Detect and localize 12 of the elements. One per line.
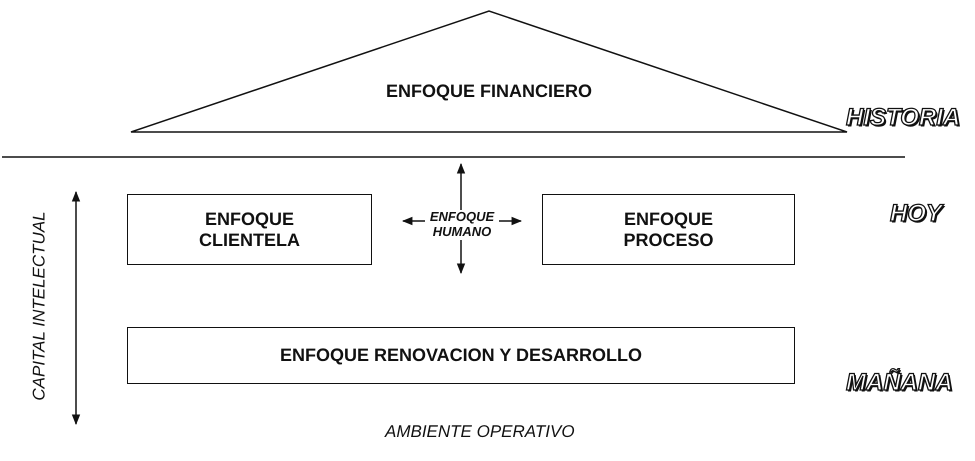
footer-label: AMBIENTE OPERATIVO (385, 422, 575, 442)
node-text: ENFOQUE CLIENTELA (198, 208, 301, 250)
node-label: ENFOQUE HUMANO (425, 210, 499, 240)
node-text: ENFOQUE RENOVACION Y DESARROLLO (280, 345, 642, 366)
process-box (127, 194, 372, 265)
process-box (542, 194, 795, 265)
node-text: ENFOQUE PROCESO (622, 208, 715, 250)
row-label: MAÑANA (846, 369, 953, 397)
axis-label: CAPITAL INTELECTUAL (30, 211, 50, 401)
node-text: ENFOQUE FINANCIERO (386, 81, 592, 102)
row-label: HISTORIA (846, 104, 960, 132)
process-box (127, 327, 795, 384)
